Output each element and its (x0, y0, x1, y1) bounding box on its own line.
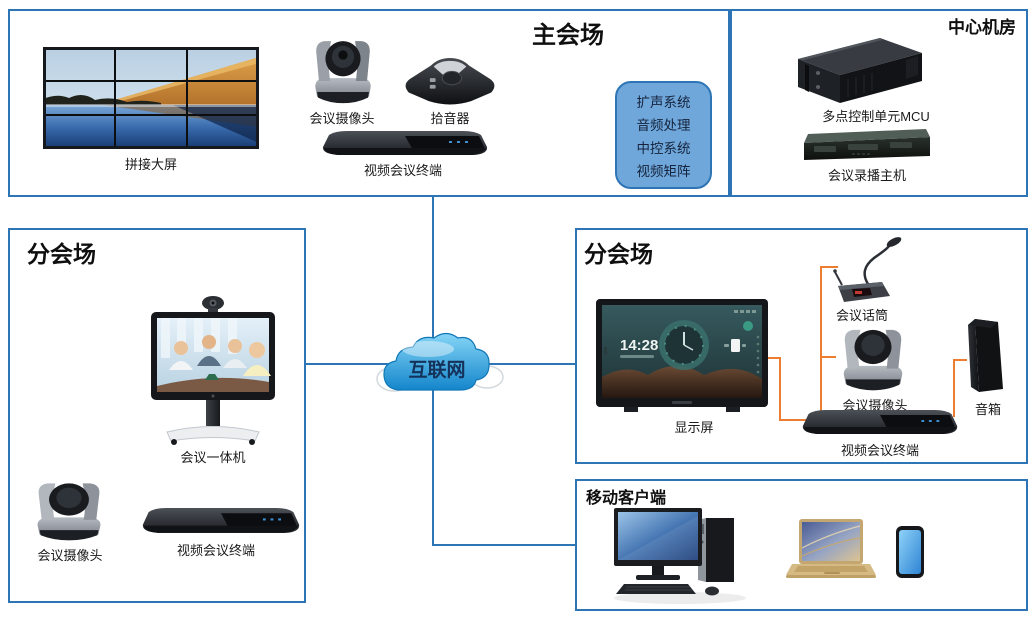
speakerphone-icon (402, 56, 498, 106)
branch-right-camera-label: 会议摄像头 (842, 398, 908, 413)
smartphone-icon (895, 525, 925, 579)
link-speaker-v (953, 359, 955, 417)
desktop-pc-icon (608, 504, 756, 606)
all-in-one-label: 会议一体机 (180, 450, 246, 465)
ptz-camera-icon (834, 320, 912, 392)
subsystem-item: 中控系统 (636, 140, 691, 156)
video-terminal-icon (141, 507, 301, 536)
ptz-camera-icon (306, 30, 380, 106)
branch-left-box (8, 228, 306, 603)
main-venue-title: 主会场 (532, 22, 604, 49)
subsystem-item: 音频处理 (636, 117, 691, 133)
subsystem-item: 视频矩阵 (636, 163, 691, 179)
link-mic-stub (820, 266, 838, 268)
video-wall-label: 拼接大屏 (124, 157, 177, 172)
branch-left-title: 分会场 (27, 241, 96, 267)
mobile-clients-title: 移动客户端 (586, 490, 667, 507)
ptz-camera-icon (27, 474, 111, 542)
video-terminal-icon (321, 130, 489, 158)
link-display-h1 (764, 357, 781, 359)
main-terminal-label: 视频会议终端 (363, 163, 442, 178)
link-display-v (779, 357, 781, 421)
video-wall-image (43, 47, 259, 149)
display-clock-time: 14:28 (620, 337, 658, 354)
laptop-icon (784, 518, 878, 582)
link-display-h2 (779, 419, 807, 421)
line-cloud-to-mobile-horizontal (432, 544, 576, 546)
line-cloud-to-branchright (440, 363, 575, 365)
speakerphone-label: 拾音器 (430, 111, 470, 126)
branch-left-camera-label: 会议摄像头 (37, 548, 103, 563)
line-main-to-cloud (432, 197, 434, 342)
recorder-host-icon (800, 127, 932, 163)
recorder-label: 会议录播主机 (827, 168, 906, 183)
line-branchleft-to-cloud (306, 363, 441, 365)
link-trunk-v (820, 266, 822, 416)
main-camera-label: 会议摄像头 (309, 111, 375, 126)
branch-right-terminal-label: 视频会议终端 (840, 443, 919, 458)
machine-room-title: 中心机房 (948, 18, 1016, 37)
mic-label: 会议话筒 (835, 308, 888, 323)
display-label: 显示屏 (674, 420, 714, 435)
line-cloud-to-mobile-vertical (432, 385, 434, 546)
gooseneck-mic-icon (830, 236, 908, 304)
link-camera-stub (820, 356, 836, 358)
speaker-label: 音箱 (974, 402, 1001, 417)
mcu-label: 多点控制单元MCU (822, 109, 930, 124)
mcu-server-icon (788, 33, 930, 105)
subsystem-item: 扩声系统 (636, 94, 691, 110)
branch-right-title: 分会场 (584, 241, 653, 267)
internet-cloud: 互联网 (376, 322, 504, 406)
all-in-one-tv-icon (147, 294, 279, 446)
speaker-icon (964, 316, 1006, 396)
branch-left-terminal-label: 视频会议终端 (176, 543, 255, 558)
internet-cloud-label: 互联网 (408, 359, 465, 381)
link-speaker-stub (953, 359, 967, 361)
video-terminal-icon (801, 409, 959, 437)
touch-display-icon: 14:28 (596, 299, 768, 415)
subsystem-callout: 扩声系统 音频处理 中控系统 视频矩阵 (615, 81, 712, 189)
